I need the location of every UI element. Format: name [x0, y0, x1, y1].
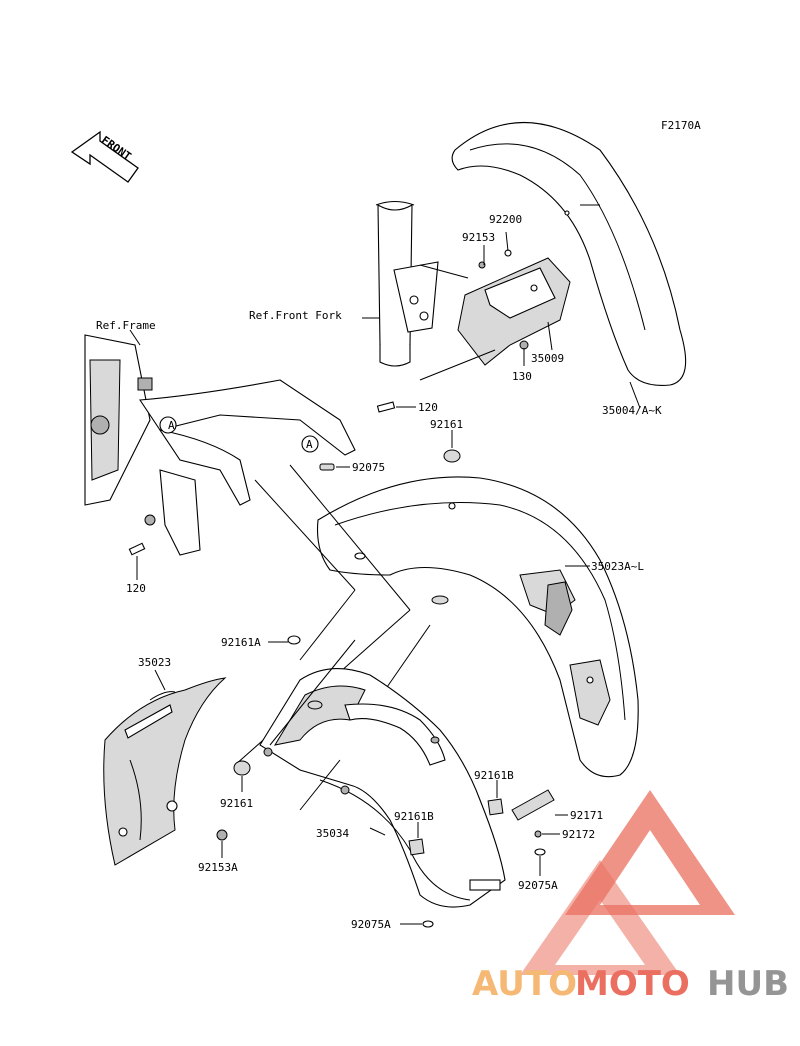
- part-130: 130: [512, 370, 532, 383]
- part-35023: 35023: [138, 656, 171, 669]
- nut-92172: [534, 830, 542, 838]
- mud-flap: [103, 677, 227, 866]
- part-92171: 92171: [570, 809, 603, 822]
- ref-frame: Ref.Frame: [96, 319, 156, 332]
- part-92161B-right: 92161B: [474, 769, 514, 782]
- frame: [84, 334, 356, 556]
- part-120-bottom: 120: [126, 582, 146, 595]
- part-92200: 92200: [489, 213, 522, 226]
- watermark-moto: MOTO: [575, 964, 690, 1004]
- bolt-120-top: [376, 401, 416, 413]
- part-92075A-right: 92075A: [518, 879, 558, 892]
- figure-code: F2170A: [661, 119, 701, 132]
- part-92161-bottom: 92161: [220, 797, 253, 810]
- clip-92075A-right: [534, 848, 546, 856]
- part-92161-top: 92161: [430, 418, 463, 431]
- pad-92161B-right: [487, 798, 504, 816]
- callout-a-lower: A: [306, 438, 313, 451]
- watermark-logo-icon: [565, 790, 735, 915]
- bolt-120-bottom: [128, 542, 146, 556]
- grommet-92161-top: [443, 449, 461, 463]
- part-92161B-mid: 92161B: [394, 810, 434, 823]
- inner-fender: [259, 668, 506, 908]
- pad-92161B-mid: [408, 838, 425, 856]
- clip-92075: [319, 463, 335, 471]
- watermark-auto: AUTO: [472, 964, 577, 1004]
- part-92172: 92172: [562, 828, 595, 841]
- reflector-92171: [511, 789, 555, 821]
- callout-a-circle: [301, 435, 319, 453]
- part-92153A: 92153A: [198, 861, 238, 874]
- grommet-92161-bottom: [233, 760, 251, 776]
- front-fender-upper: [451, 121, 687, 386]
- part-92153: 92153: [462, 231, 495, 244]
- automotohub-watermark: AUTO MOTO HUB: [472, 790, 789, 1004]
- clip-92075A-bottom: [422, 920, 434, 928]
- part-35034: 35034: [316, 827, 349, 840]
- part-92075A-bottom: 92075A: [351, 918, 391, 931]
- front-fender-main: [316, 476, 639, 778]
- part-120-top: 120: [418, 401, 438, 414]
- ref-front-fork: Ref.Front Fork: [249, 309, 342, 322]
- part-35009: 35009: [531, 352, 564, 365]
- front-fork: [362, 201, 439, 367]
- part-92161A: 92161A: [221, 636, 261, 649]
- front-arrow-icon: FRONT: [70, 130, 139, 183]
- part-92075: 92075: [352, 461, 385, 474]
- grommet-92161A: [287, 635, 301, 645]
- fender-bracket: [457, 249, 571, 366]
- callout-a-frame: A: [168, 419, 175, 432]
- bolt-92153A: [216, 829, 228, 841]
- watermark-hub: HUB: [707, 964, 789, 1004]
- part-35023AL: 35023A~L: [591, 560, 644, 573]
- part-35004: 35004/A~K: [602, 404, 662, 417]
